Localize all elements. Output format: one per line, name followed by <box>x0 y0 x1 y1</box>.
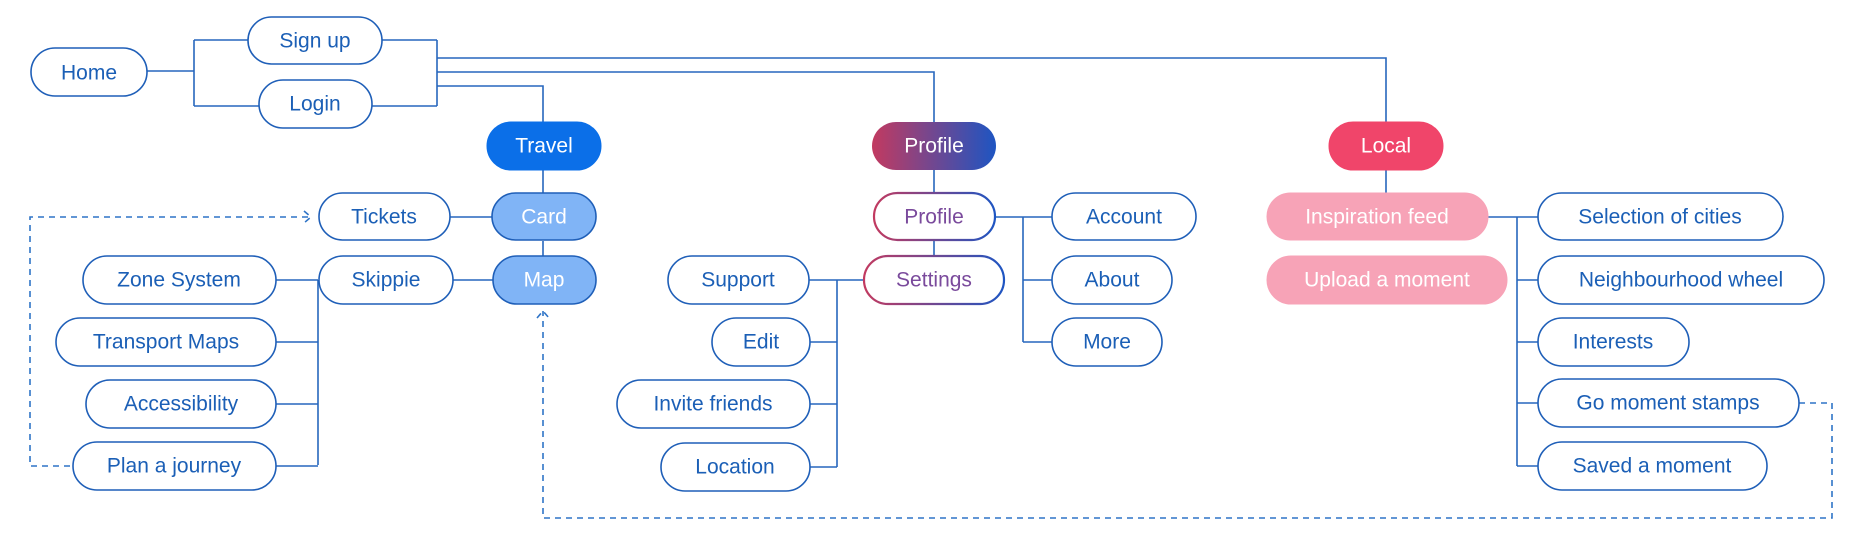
node-settings[interactable]: Settings <box>862 254 1006 306</box>
node-edit-label: Edit <box>743 331 779 354</box>
connectors <box>147 39 1538 468</box>
node-go-moment-stamps-label: Go moment stamps <box>1576 392 1759 415</box>
node-profile[interactable]: Profile <box>872 122 996 170</box>
node-go-moment-stamps[interactable]: Go moment stamps <box>1537 378 1800 428</box>
node-local-label: Local <box>1361 135 1411 158</box>
node-signup-label: Sign up <box>279 30 350 53</box>
node-signup[interactable]: Sign up <box>247 16 383 65</box>
node-neighbourhood-wheel-label: Neighbourhood wheel <box>1579 269 1783 292</box>
node-selection-cities-label: Selection of cities <box>1578 206 1741 229</box>
node-transport-maps[interactable]: Transport Maps <box>55 317 277 367</box>
node-skippie-label: Skippie <box>352 269 421 292</box>
node-profile-sub-label: Profile <box>904 206 964 229</box>
node-skippie[interactable]: Skippie <box>318 255 454 305</box>
node-account-label: Account <box>1086 206 1162 229</box>
node-inspiration-feed-label: Inspiration feed <box>1305 206 1449 229</box>
node-inspiration-feed[interactable]: Inspiration feed <box>1266 192 1489 241</box>
node-profile-label: Profile <box>904 135 964 158</box>
node-invite-friends[interactable]: Invite friends <box>616 379 811 429</box>
node-plan-journey[interactable]: Plan a journey <box>72 441 277 491</box>
node-transport-maps-label: Transport Maps <box>93 331 239 354</box>
node-zone-system[interactable]: Zone System <box>82 255 277 305</box>
node-upload-moment[interactable]: Upload a moment <box>1266 255 1508 305</box>
dashed-connectors <box>29 210 1833 519</box>
node-local[interactable]: Local <box>1328 121 1444 171</box>
node-about[interactable]: About <box>1051 255 1173 305</box>
node-tickets-label: Tickets <box>351 206 417 229</box>
node-travel-label: Travel <box>515 135 573 158</box>
node-selection-cities[interactable]: Selection of cities <box>1537 192 1784 241</box>
node-account[interactable]: Account <box>1051 192 1197 241</box>
node-support[interactable]: Support <box>667 255 810 305</box>
node-home[interactable]: Home <box>30 47 148 97</box>
node-location-label: Location <box>695 456 774 479</box>
node-settings-label: Settings <box>896 269 972 292</box>
node-travel[interactable]: Travel <box>486 121 602 171</box>
node-interests[interactable]: Interests <box>1537 317 1690 367</box>
node-plan-journey-label: Plan a journey <box>107 455 242 478</box>
node-neighbourhood-wheel[interactable]: Neighbourhood wheel <box>1537 255 1825 305</box>
node-support-label: Support <box>701 269 775 292</box>
node-accessibility-label: Accessibility <box>124 393 239 416</box>
node-tickets[interactable]: Tickets <box>318 192 451 241</box>
node-card[interactable]: Card <box>491 192 597 241</box>
node-login[interactable]: Login <box>258 79 373 129</box>
node-edit[interactable]: Edit <box>711 317 811 367</box>
node-login-label: Login <box>289 93 340 116</box>
node-saved-moment[interactable]: Saved a moment <box>1537 441 1768 491</box>
node-zone-system-label: Zone System <box>117 269 241 292</box>
node-interests-label: Interests <box>1573 331 1654 354</box>
node-upload-moment-label: Upload a moment <box>1304 269 1470 292</box>
node-about-label: About <box>1085 269 1140 292</box>
node-location[interactable]: Location <box>660 442 811 492</box>
node-map-label: Map <box>524 269 565 292</box>
node-home-label: Home <box>61 62 117 85</box>
node-profile-sub[interactable]: Profile <box>872 191 997 242</box>
node-more[interactable]: More <box>1051 317 1163 367</box>
node-accessibility[interactable]: Accessibility <box>85 379 277 429</box>
node-invite-friends-label: Invite friends <box>653 393 772 416</box>
node-card-label: Card <box>521 206 567 229</box>
node-map[interactable]: Map <box>492 255 597 305</box>
node-saved-moment-label: Saved a moment <box>1573 455 1732 478</box>
node-more-label: More <box>1083 331 1131 354</box>
